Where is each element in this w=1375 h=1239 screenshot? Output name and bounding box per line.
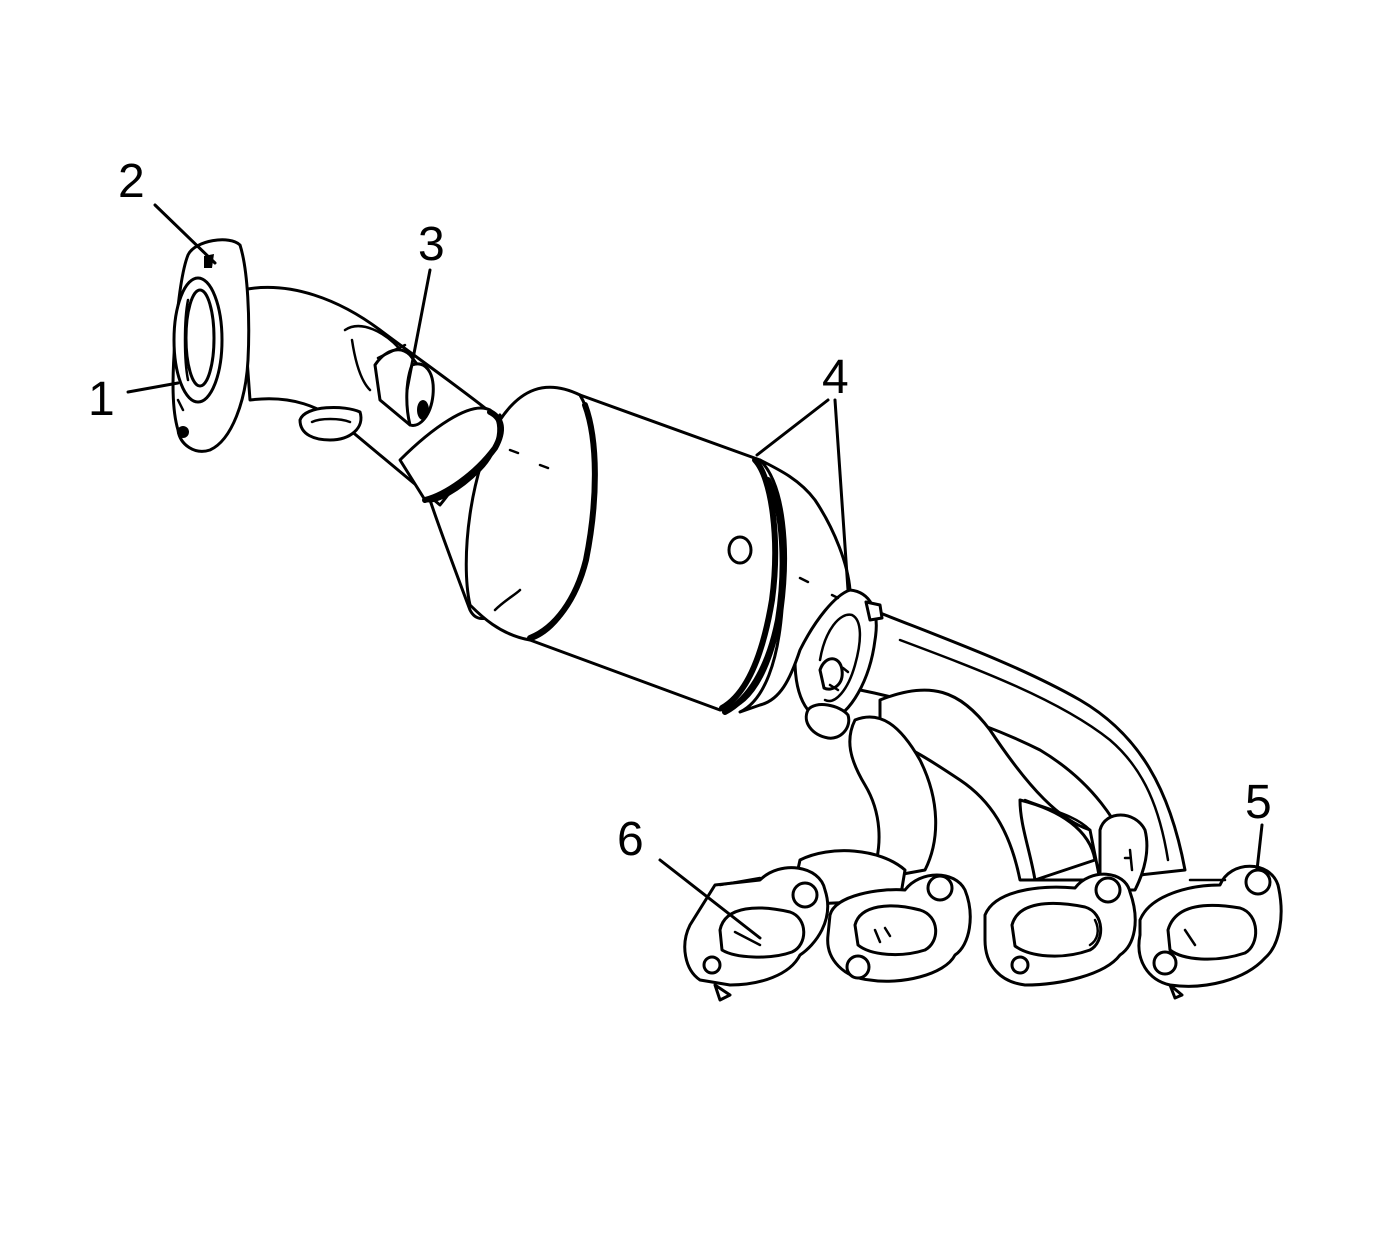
leader-line-5	[1255, 823, 1264, 872]
manifold-flange-port-4	[1137, 864, 1283, 1000]
leader-line-6	[658, 858, 762, 940]
leader-line-4a	[755, 398, 830, 457]
manifold-flange-port-3	[983, 872, 1137, 987]
callout-6: 6	[617, 813, 644, 866]
leader-line-2	[153, 203, 217, 265]
callout-3: 3	[418, 218, 445, 271]
leader-lines	[126, 203, 1264, 940]
manifold-flanges	[683, 864, 1283, 1002]
callout-1: 1	[88, 373, 115, 426]
leader-line-3	[405, 268, 432, 392]
leader-line-4b	[833, 398, 850, 592]
callout-4: 4	[822, 351, 849, 404]
leader-line-1	[126, 381, 180, 394]
callout-2: 2	[118, 155, 145, 208]
callout-5: 5	[1245, 776, 1272, 829]
manifold-flange-port-2	[826, 873, 972, 983]
callouts: 1 2 3 4 5 6	[88, 155, 1272, 866]
pipe-inlet-flange	[171, 238, 251, 453]
manifold-flange-port-1	[683, 866, 830, 1002]
front-exhaust-pipe	[240, 285, 504, 507]
catalytic-converter	[428, 385, 852, 715]
